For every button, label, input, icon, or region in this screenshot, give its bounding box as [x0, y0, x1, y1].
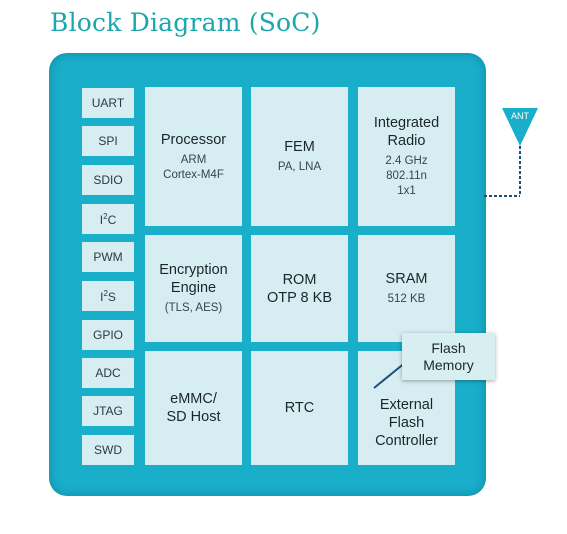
ext-flash-title-1: External — [379, 397, 434, 413]
fem-title: FEM — [284, 139, 315, 155]
flash-connector — [373, 361, 407, 389]
fem-block: FEM PA, LNA — [251, 87, 348, 226]
flash-memory-title-2: Memory — [423, 356, 474, 373]
processor-block: Processor ARM Cortex-M4F — [145, 87, 242, 226]
pin-i2c: I2C — [82, 204, 134, 234]
encryption-sub: (TLS, AES) — [164, 302, 223, 314]
pin-jtag: JTAG — [82, 396, 134, 426]
rtc-title: RTC — [284, 400, 315, 416]
antenna-icon — [484, 108, 538, 197]
pin-i2s-label: I2S — [100, 288, 116, 304]
rom-block: ROM OTP 8 KB — [251, 235, 348, 342]
pin-pwm: PWM — [82, 242, 134, 272]
radio-streams: 1x1 — [397, 185, 416, 197]
integrated-radio-block: Integrated Radio 2.4 GHz 802.11n 1x1 — [358, 87, 455, 226]
pin-i2c-label: I2C — [99, 211, 117, 227]
radio-standard: 802.11n — [386, 170, 427, 182]
pin-adc: ADC — [82, 358, 134, 388]
antenna-label: ANT — [511, 111, 529, 121]
radio-title-2: Radio — [387, 133, 426, 149]
pin-sdio: SDIO — [82, 165, 134, 195]
emmc-block: eMMC/ SD Host — [145, 351, 242, 465]
radio-freq: 2.4 GHz — [385, 155, 428, 167]
encryption-title-2: Engine — [170, 280, 217, 296]
flash-memory-title-1: Flash — [431, 339, 466, 356]
pin-i2s: I2S — [82, 281, 134, 311]
encryption-engine-block: Encryption Engine (TLS, AES) — [145, 235, 242, 342]
emmc-title-1: eMMC/ — [170, 391, 217, 407]
pin-uart: UART — [82, 88, 134, 118]
pin-spi: SPI — [82, 126, 134, 156]
encryption-title-1: Encryption — [159, 262, 228, 278]
processor-core: Cortex-M4F — [163, 168, 224, 181]
sram-size: 512 KB — [387, 293, 426, 305]
fem-sub: PA, LNA — [277, 161, 322, 173]
rom-title-1: ROM — [282, 271, 317, 288]
pin-swd: SWD — [82, 435, 134, 465]
rtc-block: RTC — [251, 351, 348, 465]
processor-arch: ARM — [180, 153, 207, 166]
ext-flash-title-2: Flash — [388, 415, 425, 431]
radio-title-1: Integrated — [373, 115, 440, 131]
emmc-title-2: SD Host — [166, 409, 221, 425]
flash-memory-block: Flash Memory — [402, 333, 495, 380]
rom-title-2: OTP 8 KB — [266, 289, 332, 306]
sram-title: SRAM — [385, 271, 428, 287]
sram-block: SRAM 512 KB — [358, 235, 455, 342]
ext-flash-title-3: Controller — [375, 433, 438, 449]
diagram-title: Block Diagram (SoC) — [50, 8, 321, 37]
pin-gpio: GPIO — [82, 320, 134, 350]
processor-title: Processor — [160, 131, 227, 148]
